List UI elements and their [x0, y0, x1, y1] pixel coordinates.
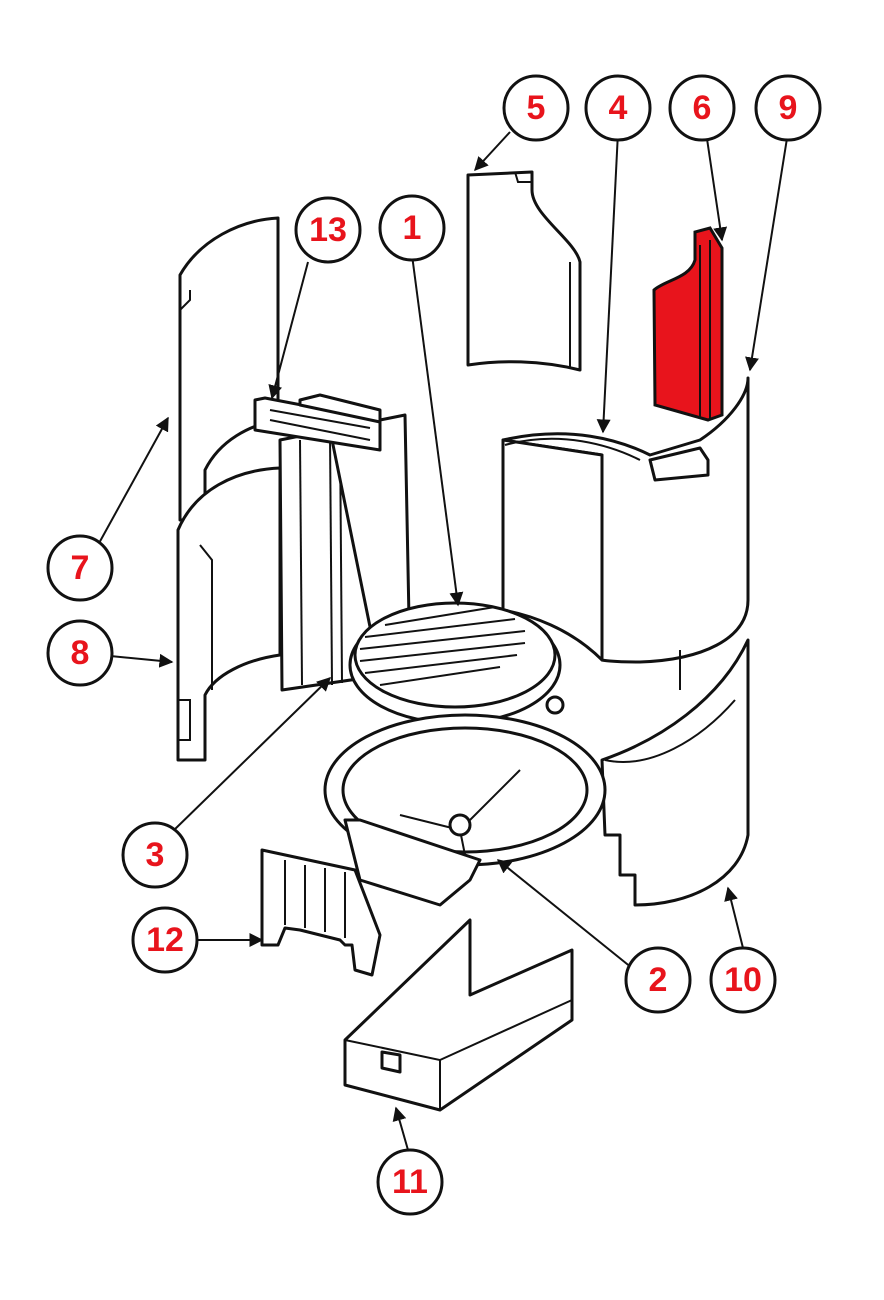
callout-label: 6 [693, 89, 712, 127]
part-12-bracket[interactable] [260, 848, 382, 977]
callout-2[interactable]: 2 [624, 946, 692, 1014]
callout-5[interactable]: 5 [502, 74, 570, 142]
callout-13[interactable]: 13 [294, 196, 362, 264]
callout-8[interactable]: 8 [46, 619, 114, 687]
callout-label: 10 [724, 961, 762, 999]
leader-2 [496, 859, 633, 969]
callout-label: 11 [392, 1163, 428, 1201]
leader-3 [171, 677, 332, 833]
callout-label: 5 [527, 89, 546, 127]
part-3-back-panel[interactable] [278, 413, 412, 692]
callout-label: 12 [146, 921, 184, 959]
callout-label: 9 [779, 89, 798, 127]
callout-4[interactable]: 4 [584, 74, 652, 142]
part-1-grate[interactable] [348, 601, 565, 725]
callout-12[interactable]: 12 [131, 906, 199, 974]
leader-13 [268, 261, 309, 400]
callout-6[interactable]: 6 [668, 74, 736, 142]
callout-7[interactable]: 7 [46, 534, 114, 602]
callout-label: 3 [146, 836, 165, 874]
grate-slot [359, 630, 526, 650]
callout-9[interactable]: 9 [754, 74, 822, 142]
leader-6 [705, 131, 728, 242]
part-5-top-liner[interactable] [466, 170, 582, 372]
leader-5 [474, 131, 511, 172]
part-8-lower-left-liner[interactable] [176, 466, 282, 762]
callout-10[interactable]: 10 [709, 946, 777, 1014]
callout-label: 1 [403, 209, 422, 247]
callout-label: 4 [609, 89, 628, 127]
leader-10 [724, 886, 744, 949]
grate-slot [364, 654, 518, 674]
leader-7 [97, 416, 169, 546]
callout-label: 8 [71, 634, 90, 672]
part-9-upper-right-liner[interactable] [501, 376, 750, 664]
part-10-lower-right-liner[interactable] [600, 638, 750, 907]
part-6-highlighted-insert[interactable] [652, 226, 724, 422]
part-13-top-frame[interactable] [253, 393, 382, 452]
callout-3[interactable]: 3 [121, 821, 189, 889]
grate-slot [364, 618, 516, 638]
callout-label: 13 [309, 211, 347, 249]
leader-11 [392, 1106, 409, 1151]
leader-4 [596, 131, 619, 434]
grate-slot [359, 642, 526, 662]
callout-11[interactable]: 11 [376, 1148, 444, 1216]
leader-lines [97, 131, 789, 1151]
part-2-base-ring[interactable] [323, 713, 607, 907]
grate-slot [384, 606, 496, 626]
callout-label: 7 [71, 549, 90, 587]
callout-1[interactable]: 1 [378, 194, 446, 262]
part-11-ash-pan[interactable] [343, 918, 574, 1112]
leader-9 [745, 131, 789, 372]
leader-1 [411, 254, 464, 607]
grate-slot [379, 666, 501, 686]
callout-label: 2 [649, 961, 668, 999]
